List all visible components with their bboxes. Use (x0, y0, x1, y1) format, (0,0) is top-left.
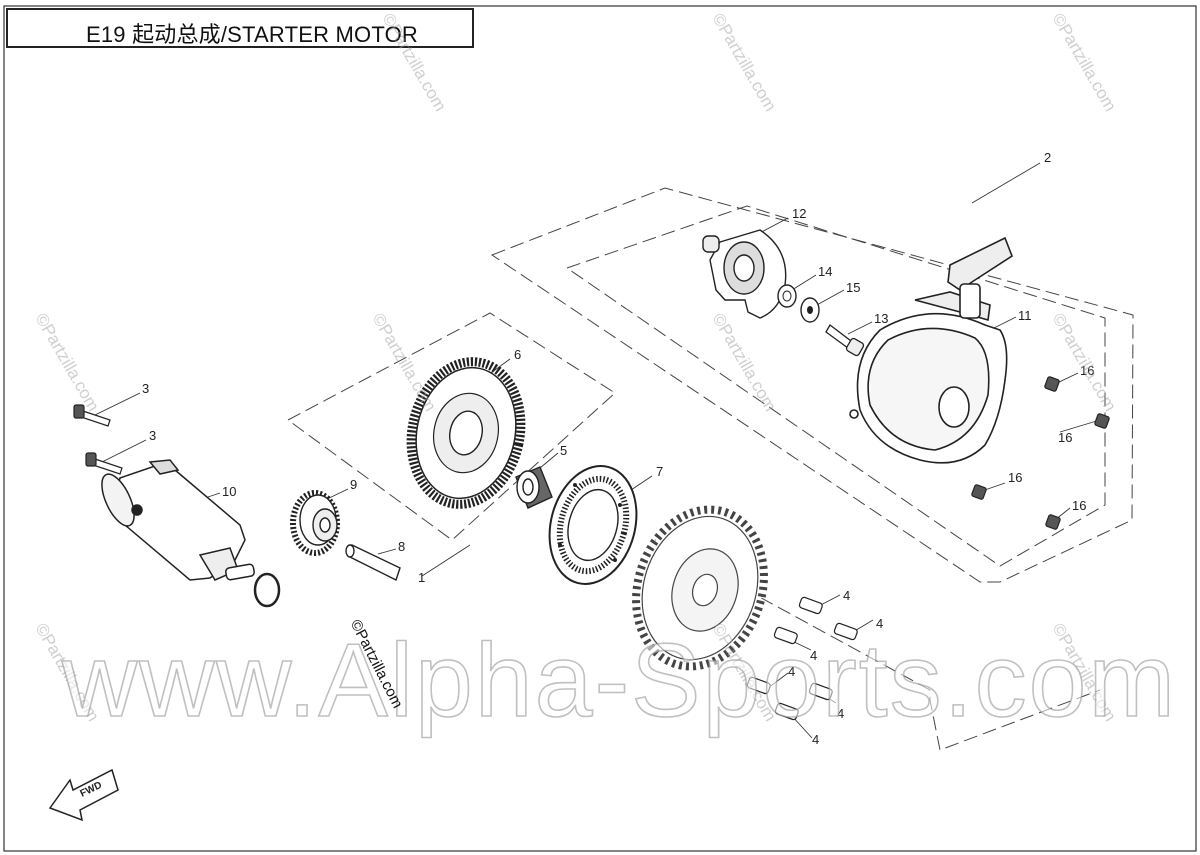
callout-7: 7 (656, 464, 663, 479)
page-title: E19 起动总成/STARTER MOTOR (86, 17, 418, 49)
title-code: E19 (86, 22, 126, 47)
callout-1: 1 (418, 570, 425, 585)
callout-12: 12 (792, 206, 806, 221)
fwd-arrow-icon: FWD (48, 768, 119, 822)
callout-2: 2 (1044, 150, 1051, 165)
part-washer-14 (777, 284, 797, 308)
callout-4-a: 4 (843, 588, 850, 603)
callout-13: 13 (874, 311, 888, 326)
callout-8: 8 (398, 539, 405, 554)
part-bolts-3 (73, 404, 123, 475)
boundary-flywheel (654, 539, 1101, 751)
callout-16-a: 16 (1080, 363, 1094, 378)
part-reduction-gear (290, 490, 340, 556)
callout-4-d: 4 (788, 664, 795, 679)
assembly-boundaries (287, 187, 1134, 751)
part-o-ring (253, 572, 281, 608)
outer-frame (3, 5, 1197, 852)
part-bolts-4 (746, 596, 858, 721)
callout-3-b: 3 (149, 428, 156, 443)
part-recoil-housing (849, 236, 1013, 464)
part-large-gear (406, 357, 526, 509)
callout-4-f: 4 (812, 732, 819, 747)
boundary-recoil-inner (565, 205, 1106, 567)
callout-9: 9 (350, 477, 357, 492)
callout-16-b: 16 (1058, 430, 1072, 445)
callout-5: 5 (560, 443, 567, 458)
part-flywheel (632, 505, 768, 671)
part-bolt-13 (825, 324, 865, 357)
part-bolts-16 (971, 376, 1110, 530)
boundary-gear-set (287, 312, 616, 541)
callout-16-c: 16 (1008, 470, 1022, 485)
callout-4-c: 4 (810, 648, 817, 663)
part-shaft (345, 544, 401, 581)
part-one-way-clutch (548, 465, 638, 585)
callout-6: 6 (514, 347, 521, 362)
callout-10: 10 (222, 484, 236, 499)
watermark-main: www.Alpha-Sports.com (61, 622, 1178, 740)
callout-4-e: 4 (837, 706, 844, 721)
part-washer-15 (800, 297, 820, 323)
part-drive-pulley (702, 229, 787, 319)
title-box: E19 起动总成/STARTER MOTOR (6, 8, 474, 48)
callout-labels: 2 12 14 15 13 11 16 16 16 16 6 5 7 3 3 1… (142, 150, 1094, 747)
callout-3-a: 3 (142, 381, 149, 396)
part-needle-bearing (515, 466, 553, 509)
title-name: 起动总成/STARTER MOTOR (132, 22, 419, 47)
callout-4-b: 4 (876, 616, 883, 631)
boundary-recoil-assembly (490, 187, 1134, 583)
part-starter-motor (101, 459, 255, 581)
callout-16-d: 16 (1072, 498, 1086, 513)
callout-14: 14 (818, 264, 832, 279)
callout-11: 11 (1018, 308, 1032, 323)
callout-15: 15 (846, 280, 860, 295)
